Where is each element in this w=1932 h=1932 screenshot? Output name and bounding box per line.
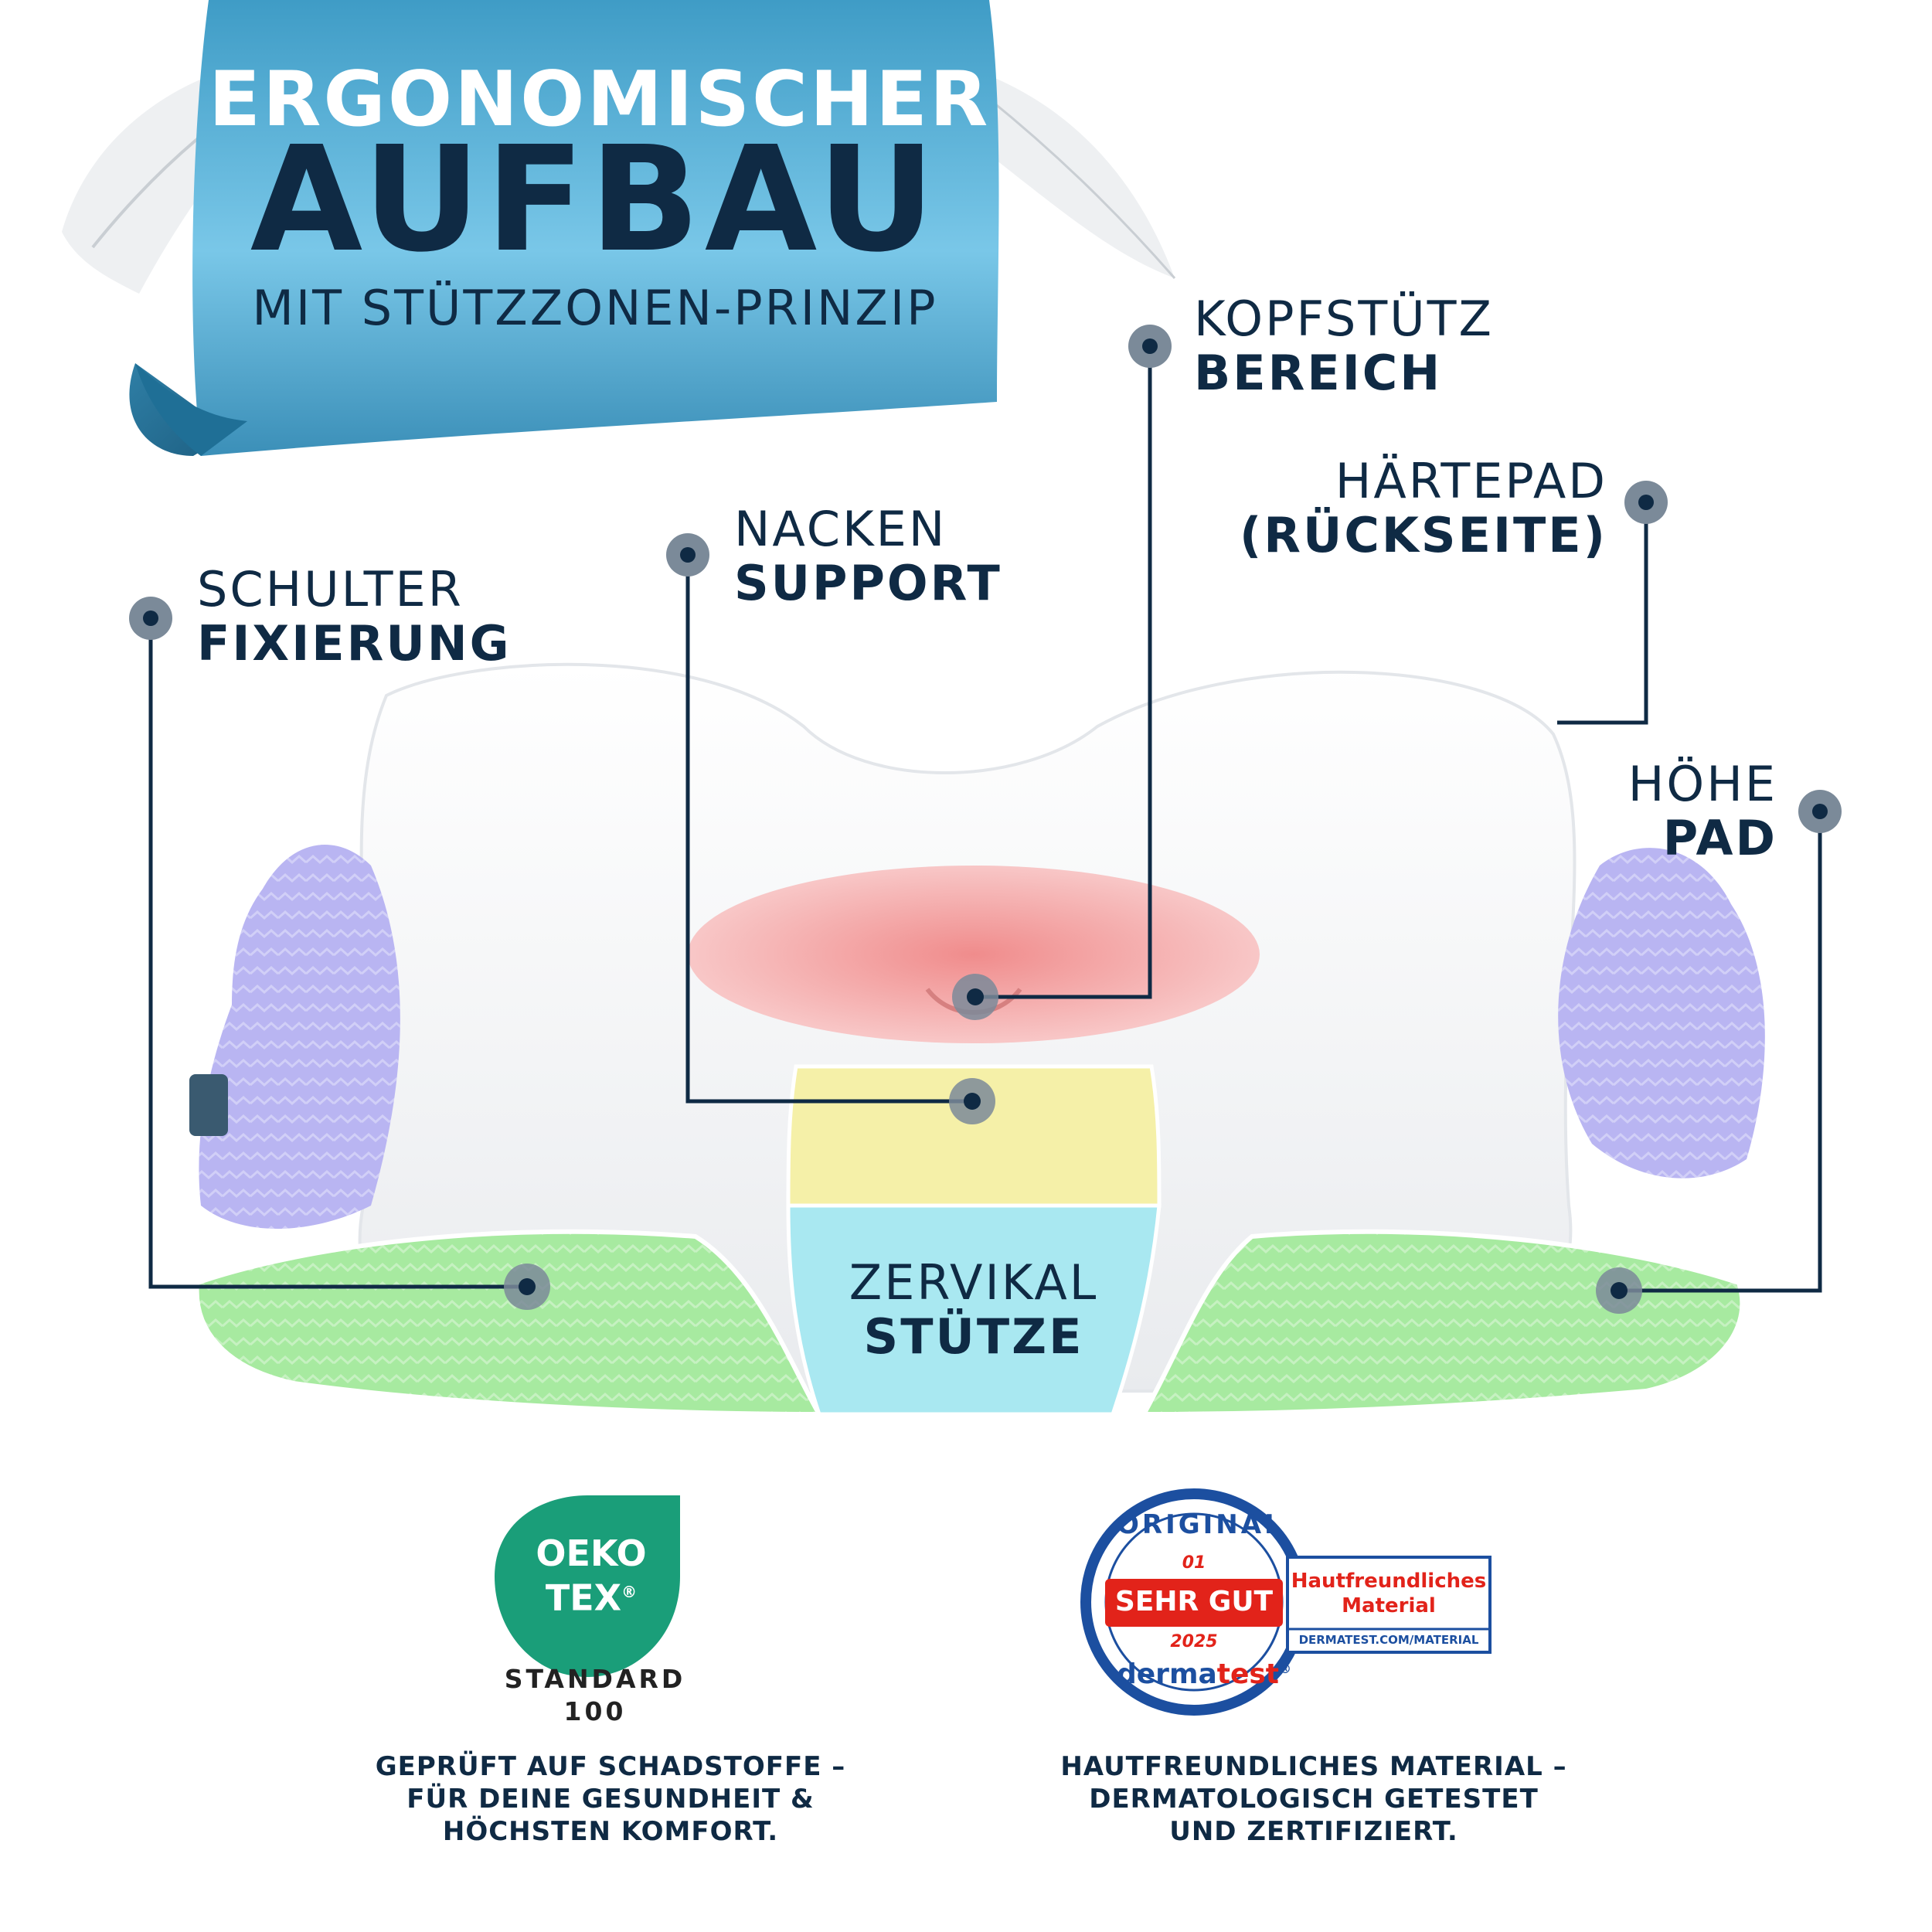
- oekotex-logo-text: OEKO TEX®: [526, 1534, 657, 1617]
- callout-schulter-bold: FIXIERUNG: [197, 615, 512, 672]
- callout-nacken: NACKEN SUPPORT: [734, 502, 1002, 611]
- callout-kopfstuetz-thin: KOPFSTÜTZ: [1194, 291, 1494, 347]
- callout-hoehe-thin: HÖHE: [1628, 756, 1777, 812]
- dermatest-desc-line1: HAUTFREUNDLICHES MATERIAL –: [1060, 1751, 1567, 1782]
- dermatest-desc-line2: DERMATOLOGISCH GETESTET: [1089, 1784, 1539, 1815]
- marker-haertepad-top: [1624, 481, 1668, 524]
- dermatest-seal-rating: SEHR GUT: [1114, 1586, 1274, 1617]
- pillow-tag: [189, 1074, 228, 1136]
- oekotex-desc-line3: HÖCHSTEN KOMFORT.: [442, 1816, 779, 1847]
- dermatest-seal-brand: dermatest®: [1117, 1658, 1291, 1690]
- callout-haertepad-thin: HÄRTEPAD: [1335, 453, 1607, 509]
- oekotex-standard-line1: STANDARD: [504, 1664, 686, 1694]
- dermatest-seal: [1080, 1488, 1492, 1716]
- oekotex-registered: ®: [621, 1583, 638, 1601]
- dermatest-registered: ®: [1279, 1662, 1292, 1676]
- callout-kopfstuetz: KOPFSTÜTZ BEREICH: [1194, 292, 1494, 400]
- oekotex-logo: [495, 1495, 680, 1677]
- oekotex-description: GEPRÜFT AUF SCHADSTOFFE – FÜR DEINE GESU…: [363, 1750, 858, 1848]
- dermatest-desc-line3: UND ZERTIFIZIERT.: [1169, 1816, 1458, 1847]
- banner-title-line1: ERGONOMISCHER: [209, 56, 991, 144]
- callout-hoehe: HÖHE PAD: [1468, 757, 1777, 866]
- dermatest-brand-a: derma: [1117, 1658, 1217, 1690]
- callout-nacken-thin: NACKEN: [734, 501, 947, 557]
- title-banner: [129, 0, 999, 456]
- banner-subtitle: MIT STÜTZZONEN-PRINZIP: [252, 280, 938, 336]
- callout-schulter-thin: SCHULTER: [197, 561, 464, 617]
- callout-zervikal: ZERVIKAL STÜTZE: [804, 1256, 1144, 1364]
- dermatest-seal-number: 01: [1182, 1553, 1206, 1573]
- oekotex-standard-line2: 100: [563, 1696, 627, 1726]
- marker-nacken-zone: [949, 1078, 995, 1124]
- marker-hoehe-zone: [1596, 1267, 1642, 1314]
- callout-zervikal-thin: ZERVIKAL: [849, 1254, 1099, 1311]
- callout-markers: [129, 325, 1842, 1314]
- dermatest-box-title: Hautfreundliches Material: [1291, 1569, 1487, 1618]
- oekotex-standard: STANDARD 100: [495, 1663, 696, 1728]
- marker-hoehe-top: [1798, 790, 1842, 833]
- dermatest-box-title-line1: Hautfreundliches: [1291, 1570, 1487, 1593]
- dermatest-brand-b: test: [1216, 1658, 1280, 1690]
- dermatest-seal-top: ORIGINAL: [1117, 1509, 1284, 1540]
- connector-lines: [148, 346, 1822, 1293]
- oekotex-logo-line2: TEX: [545, 1577, 622, 1619]
- pillow-illustration: [194, 662, 1765, 1417]
- callout-kopfstuetz-bold: BEREICH: [1194, 345, 1443, 401]
- banner-title-line2: AUFBAU: [250, 115, 940, 284]
- marker-kopfstuetz-zone: [952, 974, 998, 1020]
- marker-schulter-zone: [504, 1264, 550, 1310]
- callout-haertepad: HÄRTEPAD (RÜCKSEITE): [1206, 454, 1607, 563]
- dermatest-box-url: DERMATEST.COM/MATERIAL: [1298, 1633, 1479, 1647]
- oekotex-desc-line2: FÜR DEINE GESUNDHEIT &: [406, 1784, 815, 1815]
- callout-nacken-bold: SUPPORT: [734, 555, 1002, 611]
- callout-schulter: SCHULTER FIXIERUNG: [197, 563, 512, 671]
- oekotex-desc-line1: GEPRÜFT AUF SCHADSTOFFE –: [375, 1751, 846, 1782]
- dermatest-description: HAUTFREUNDLICHES MATERIAL – DERMATOLOGIS…: [1036, 1750, 1592, 1848]
- dermatest-seal-year: 2025: [1170, 1632, 1218, 1651]
- callout-haertepad-bold: (RÜCKSEITE): [1239, 507, 1607, 563]
- oekotex-logo-line1: OEKO: [536, 1532, 647, 1574]
- callout-hoehe-bold: PAD: [1662, 810, 1777, 866]
- marker-kopfstuetz-top: [1128, 325, 1172, 368]
- marker-nacken-top: [666, 533, 709, 577]
- marker-schulter-top: [129, 597, 172, 640]
- dermatest-box-title-line2: Material: [1342, 1594, 1436, 1617]
- callout-zervikal-bold: STÜTZE: [863, 1308, 1084, 1365]
